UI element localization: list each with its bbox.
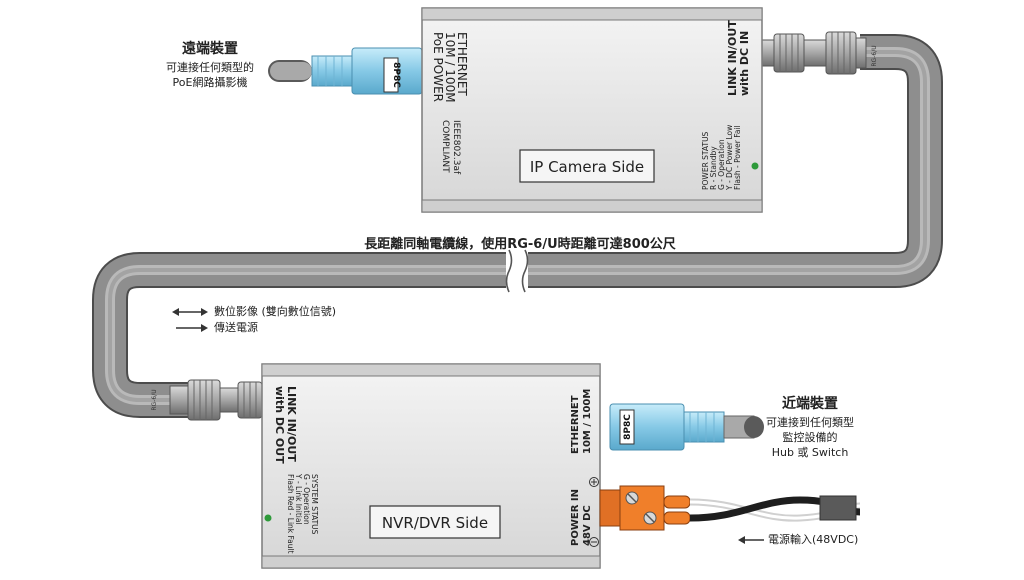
ipEth-line: PoE POWER [431,32,445,102]
svg-text:8P8C: 8P8C [623,414,633,440]
nvrStatus-line: Flash Red - Link Fault [286,474,295,554]
cable-break-mark [505,249,529,293]
ipStatus-line: Y - DC Power Low [725,125,734,191]
local-desc-1: 可連接到任何類型 [766,416,854,429]
nvrLink-line: LINK IN/OUT [285,386,298,462]
nvrStatus-line: G - Operation [302,474,311,525]
svg-text:8P8C: 8P8C [391,62,401,88]
ipIeee-line: IEEE802.3af [451,120,461,175]
remote-desc-2: PoE網路攝影機 [172,76,248,89]
cable-marking-top: RG-6/U [871,45,878,66]
nvrStatus-line: Y - Link Initial [294,473,303,525]
power-wires [689,495,861,522]
local-desc-2: 監控設備的 [782,431,838,444]
jack-label-remote: 8P8C [383,57,401,93]
ipLink-line: LINK IN/OUT [726,20,739,96]
bnc-connector-bottom [169,379,263,421]
ipIeee-line: COMPLIANT [440,120,450,173]
bidirectional-arrow-icon [172,308,208,316]
ipStatus-line: G - Operation [717,139,726,190]
nvr-dvr-side-unit [261,363,601,569]
legend-bidirectional: 數位影像 (雙向數位信號) [214,305,337,318]
nvr-unit-side-label: NVR/DVR Side [382,514,488,532]
local-heading: 近端裝置 [782,396,838,412]
power-input-arrow-icon [738,536,764,544]
ipStatus-line: R - Standby [709,146,718,190]
bnc-connector-top [759,31,867,75]
ip-camera-side-unit [421,7,763,213]
ipStatus-line: POWER STATUS [701,131,710,190]
remote-heading: 遠端裝置 [182,41,238,57]
cable-caption: 長距離同軸電纜線，使用RG-6/U時距離可達800公尺 [364,237,676,252]
ipStatus-line: Flash - Power Fail [733,125,742,190]
ipEth-line: 10M / 100M [443,32,457,103]
remote-desc-1: 可連接任何類型的 [166,61,254,74]
nvrPower-line: 48V DC [582,505,593,546]
nvrEth-line: ETHERNET [570,395,581,454]
polarity-icons [589,477,599,547]
jack-label-local: 8P8C [619,409,635,445]
legend-power: 傳送電源 [214,321,258,334]
cable-marking-bottom: RG-6/U [151,389,158,410]
nvrEth-line: 10M / 100M [582,389,593,454]
nvrPower-line: POWER IN [570,489,581,546]
ipLink-line: with DC IN [738,31,751,96]
nvrLink-line: with DC OUT [273,386,286,464]
local-desc-3: Hub 或 Switch [771,446,849,459]
power-arrow-icon [176,324,208,332]
nvrStatus-line: SYSTEM STATUS [310,474,319,535]
ipEth-line: ETHERNET [455,32,469,96]
power-terminal-block [599,485,691,531]
ip-unit-side-label: IP Camera Side [530,158,644,176]
power-input-label: 電源輸入(48VDC) [768,533,859,546]
